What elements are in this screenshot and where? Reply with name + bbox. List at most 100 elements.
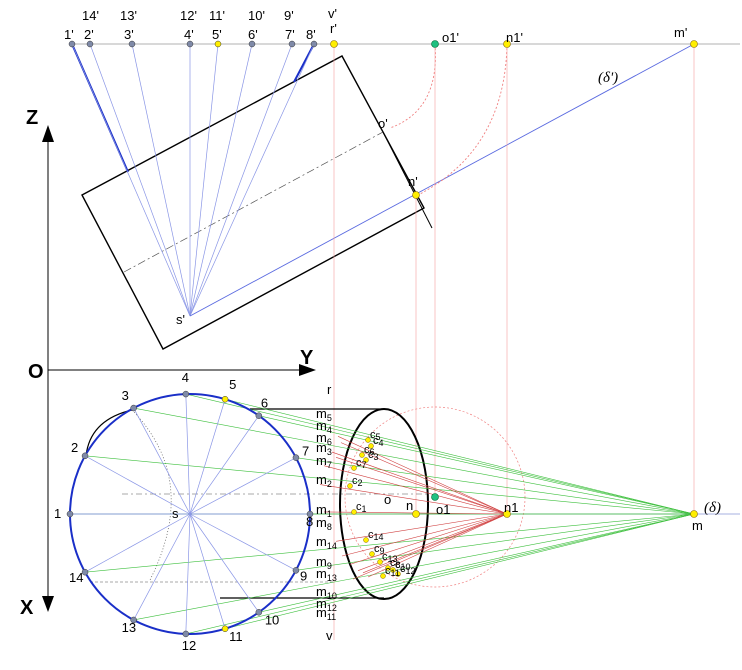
- green-ray: [225, 513, 695, 630]
- front-top-points: [68, 40, 318, 48]
- plan-spoke: [189, 513, 297, 571]
- label-n1-prime: n1': [506, 30, 523, 45]
- point-r-prime: [330, 40, 338, 48]
- label-5-prime: 5': [212, 27, 222, 42]
- label-n: n: [406, 498, 413, 513]
- c-point: [377, 559, 383, 565]
- front-ray: [131, 43, 191, 317]
- c-point: [380, 573, 386, 579]
- m-label: m14: [316, 534, 337, 551]
- c-point: [368, 443, 374, 449]
- ring-point: [221, 625, 229, 633]
- point-m: [690, 510, 698, 518]
- c-point: [351, 465, 357, 471]
- ring-number-label: 13: [122, 620, 136, 635]
- c-label: c2: [352, 475, 363, 488]
- label-delta: (δ): [704, 500, 721, 516]
- c-label: c1: [356, 501, 367, 514]
- red-ray: [362, 513, 508, 574]
- c-point: [369, 551, 375, 557]
- front-top-point: [186, 40, 194, 48]
- green-ray: [85, 513, 695, 573]
- c-point: [395, 571, 401, 577]
- label-delta-prime: (δ'): [598, 70, 618, 86]
- ring-point: [221, 395, 229, 403]
- c-point: [365, 437, 371, 443]
- ring-number-label: 12: [182, 638, 196, 653]
- cylinder-ellipse: [339, 408, 429, 600]
- front-ray: [189, 43, 293, 317]
- ring-point: [130, 404, 137, 412]
- label-8-prime: 8': [306, 27, 316, 42]
- z-axis-label: Z: [26, 107, 38, 129]
- front-rays: [71, 43, 315, 317]
- label-9-prime: 9': [284, 8, 294, 23]
- green-ray: [185, 393, 695, 515]
- label-o1: o1: [436, 502, 450, 517]
- point-m-prime: [690, 40, 698, 48]
- ring-point: [292, 567, 300, 574]
- c-points: [347, 437, 401, 579]
- front-ray: [189, 43, 315, 317]
- arc-o1-prime: [389, 43, 436, 129]
- plan-spoke: [185, 513, 191, 634]
- plan-spoke: [189, 513, 226, 629]
- ring-number-label: 6: [261, 396, 268, 411]
- ring-number-label: 8: [306, 514, 313, 529]
- y-axis-arrow: [299, 364, 316, 376]
- label-1-prime: 1': [64, 27, 74, 42]
- green-ray: [133, 407, 695, 515]
- red-ray: [323, 465, 508, 515]
- label-m-prime: m': [674, 25, 687, 40]
- front-top-point: [310, 40, 318, 48]
- ring-number-label: 4: [182, 370, 189, 385]
- c-label: c6: [364, 444, 375, 457]
- c-point: [347, 483, 353, 489]
- x-axis-label: X: [20, 597, 34, 619]
- c-label: c8: [390, 557, 401, 570]
- plan-spoke: [189, 457, 297, 515]
- ring-number-label: 14: [69, 570, 83, 585]
- x-axis-arrow: [42, 596, 54, 612]
- o-prime-to-n-prime: [382, 131, 433, 229]
- red-ray: [367, 513, 508, 578]
- ring-number-label: 11: [229, 629, 243, 644]
- m-label: m5: [316, 406, 332, 423]
- ring-number-label: 7: [302, 444, 309, 459]
- ring-point: [182, 630, 190, 638]
- c-label: c5: [370, 429, 381, 442]
- green-ray: [85, 455, 695, 515]
- origin-label: O: [28, 361, 44, 383]
- plan-spoke: [84, 455, 191, 515]
- front-ray: [189, 43, 219, 317]
- cone-front-right-edge: [293, 43, 315, 83]
- label-14-prime: 14': [82, 8, 99, 23]
- m-label: m7: [316, 453, 332, 470]
- point-n1: [503, 510, 511, 518]
- ring-point: [130, 616, 137, 624]
- front-top-point: [214, 40, 222, 48]
- point-n-prime: [412, 191, 420, 199]
- label-r-prime: r': [330, 21, 337, 36]
- m-label: m12: [316, 596, 337, 613]
- red-ray: [341, 513, 508, 557]
- label-7-prime: 7': [285, 27, 295, 42]
- front-top-point: [68, 40, 76, 48]
- label-m: m: [692, 518, 703, 533]
- label-13-prime: 13': [120, 8, 137, 23]
- arc-n1-prime: [417, 43, 508, 196]
- front-view: 14' 13' 12' 11' 10' 9' v' 1' 2' 3' 4' 5'…: [64, 6, 740, 640]
- m-label: m1: [316, 502, 332, 519]
- label-n-prime: n': [408, 174, 418, 189]
- plan-spokes: [70, 394, 310, 634]
- cone-base-left-outline: [85, 409, 133, 457]
- c-point: [390, 567, 396, 573]
- plan-spoke: [185, 394, 191, 515]
- label-v-prime: v': [328, 6, 337, 21]
- green-ray: [133, 513, 695, 621]
- point-o1: [431, 493, 439, 501]
- point-n1-prime: [503, 40, 511, 48]
- ring-point: [306, 510, 314, 518]
